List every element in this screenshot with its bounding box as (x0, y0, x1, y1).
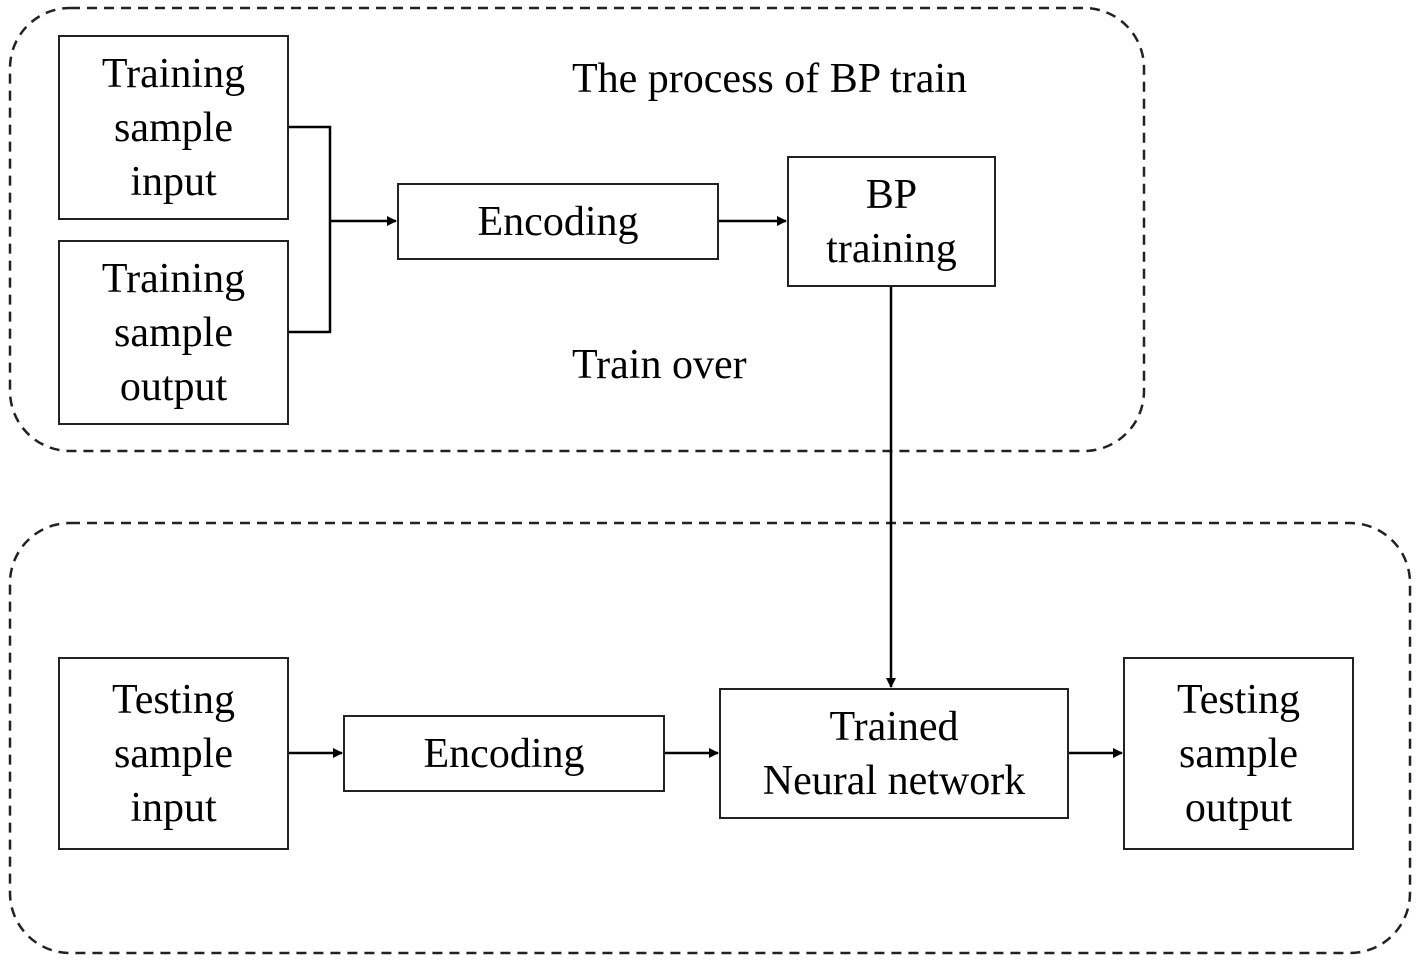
box-text-line: Testing (111, 676, 236, 723)
box-text-line: Training (101, 50, 246, 97)
box-text-line: Trained (829, 703, 959, 750)
box-text-line: Encoding (477, 198, 639, 245)
trained-neural-network-box: Trained Neural network (719, 688, 1069, 819)
box-text-line: training (826, 225, 957, 272)
box-text-line: sample (1179, 730, 1298, 777)
box-text-line: sample (114, 730, 233, 777)
testing-sample-input-box: Testing sample input (58, 657, 289, 850)
box-text-line: input (130, 784, 217, 831)
box-text-line: output (119, 363, 228, 410)
training-sample-output-box: Training sample output (58, 240, 289, 425)
testing-group-boundary (8, 521, 1412, 955)
training-output-connector (289, 221, 332, 334)
training-encoding-box: Encoding (397, 183, 719, 260)
training-group-footer: Train over (572, 342, 747, 388)
box-text-line: Training (101, 255, 246, 302)
training-input-connector (289, 125, 332, 221)
box-text-line: Encoding (423, 730, 585, 777)
training-group-boundary (8, 6, 1146, 453)
box-text-line: sample (114, 309, 233, 356)
box-text-line: output (1184, 784, 1293, 831)
bp-training-box: BP training (787, 156, 996, 287)
training-group-title: The process of BP train (572, 56, 968, 102)
testing-sample-output-box: Testing sample output (1123, 657, 1354, 850)
box-text-line: input (130, 158, 217, 205)
box-text-line: sample (114, 104, 233, 151)
box-text-line: BP (865, 171, 918, 218)
testing-encoding-box: Encoding (343, 715, 665, 792)
training-sample-input-box: Training sample input (58, 35, 289, 220)
box-text-line: Neural network (762, 757, 1026, 804)
box-text-line: Testing (1176, 676, 1301, 723)
